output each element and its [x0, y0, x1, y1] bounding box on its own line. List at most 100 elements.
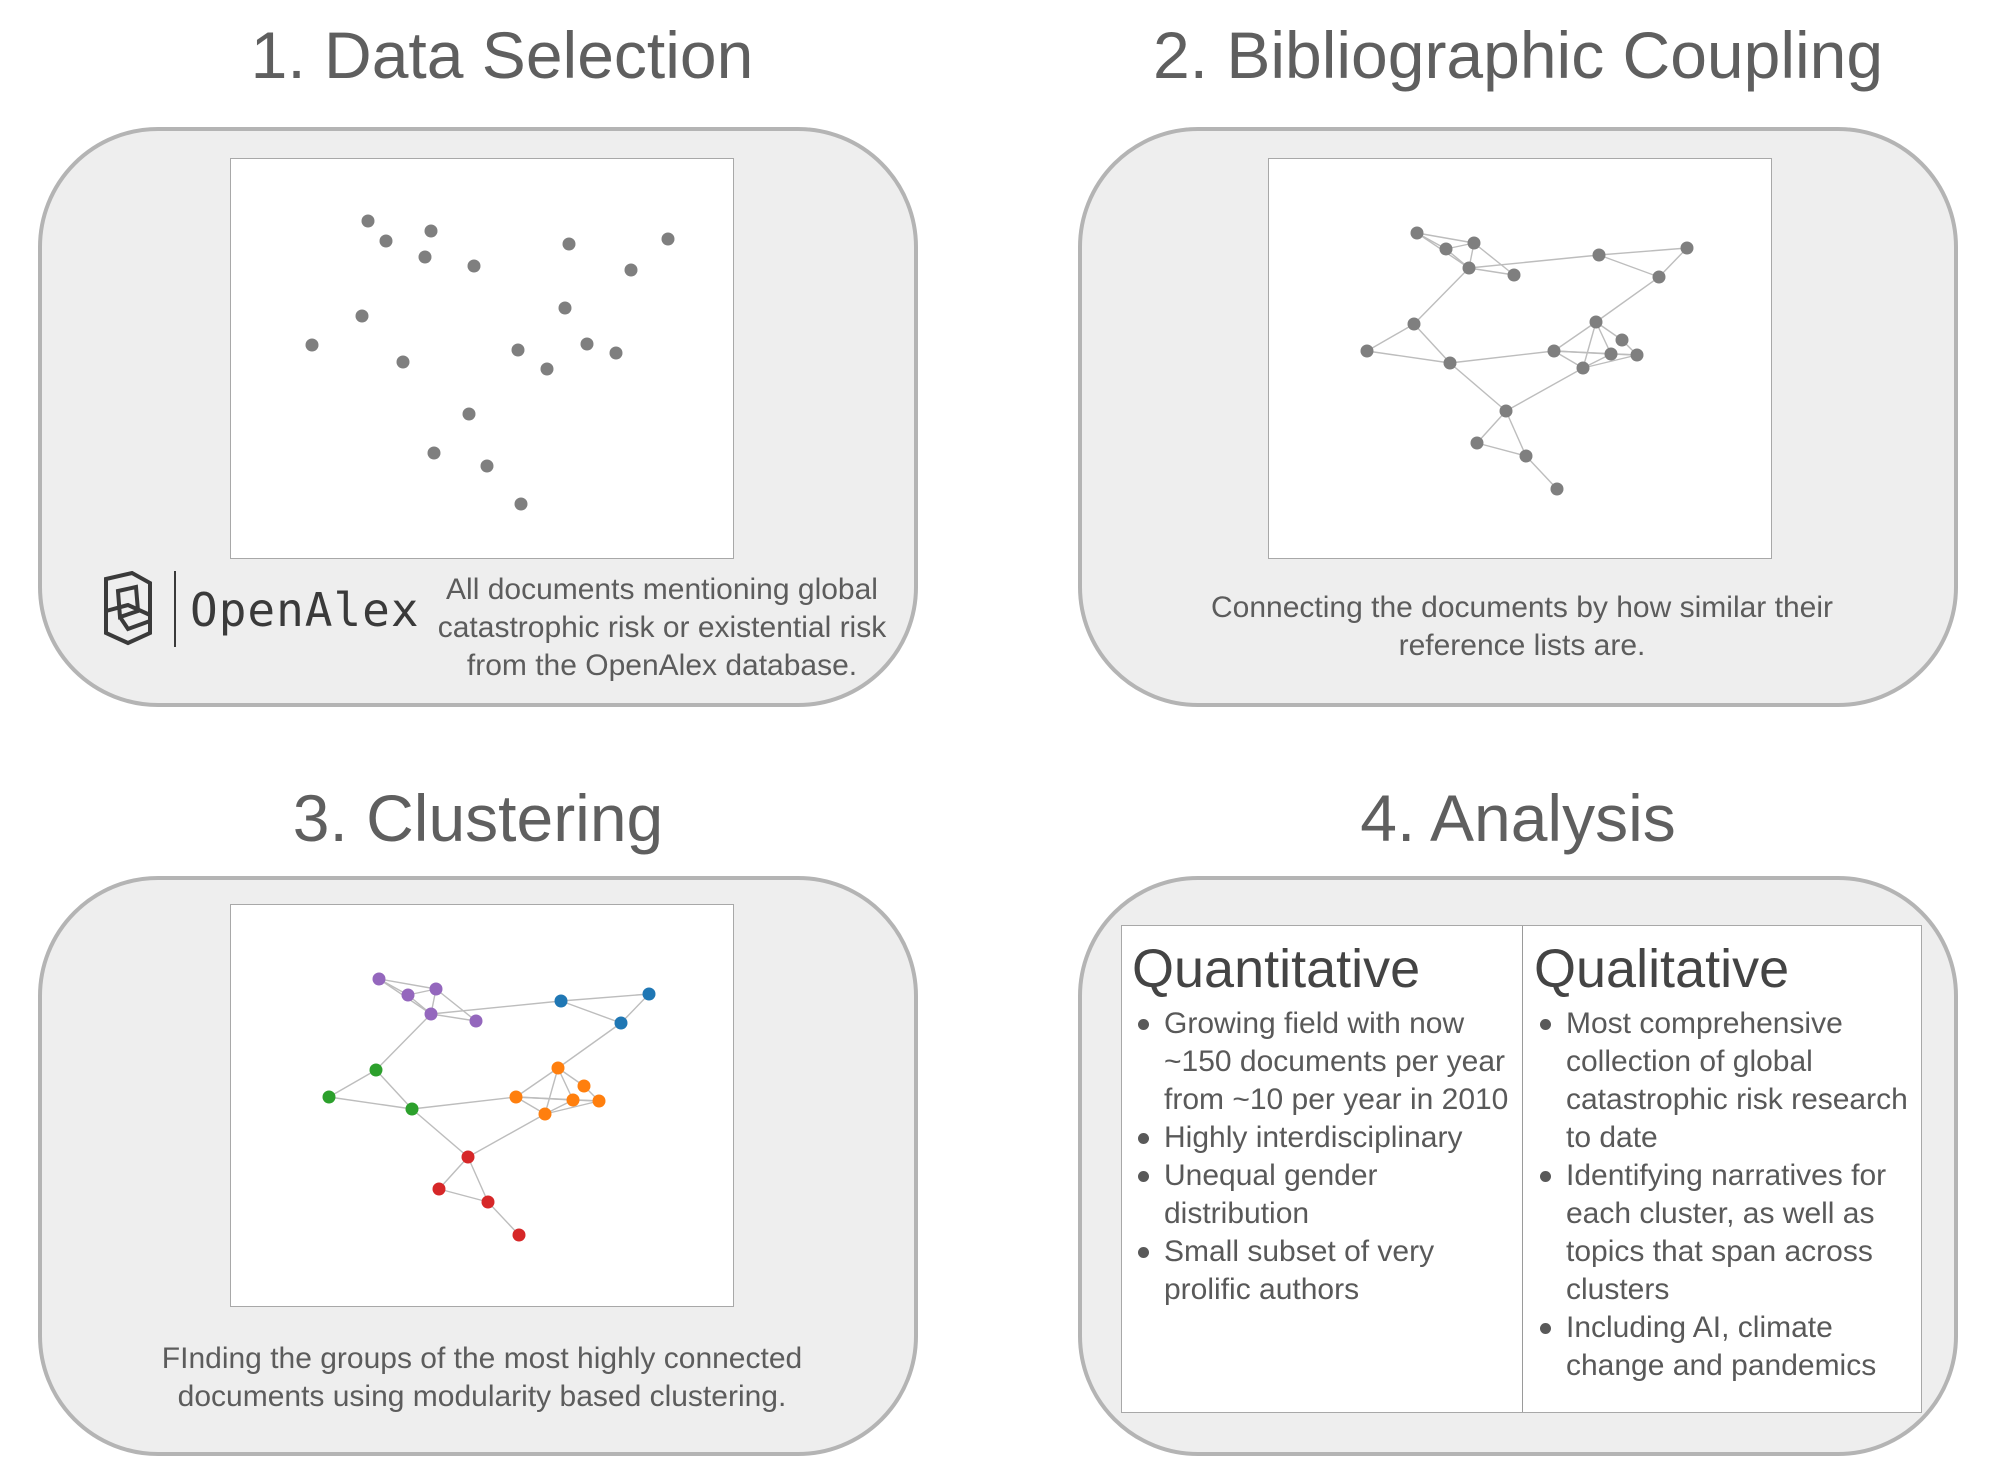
document-node: [1630, 348, 1644, 362]
network-edge: [467, 1113, 546, 1158]
cluster-node-green: [369, 1063, 383, 1077]
list-item: Highly interdisciplinary: [1138, 1119, 1522, 1157]
step-4-panel: Quantitative Growing field with now ~150…: [1078, 876, 1958, 1456]
document-node: [361, 214, 375, 228]
network-plot-coupling: [1268, 158, 1772, 559]
step-2-caption: Connecting the documents by how similar …: [1122, 589, 1922, 665]
network-edge: [1505, 367, 1584, 412]
document-node: [1680, 241, 1694, 255]
caption-line: documents using modularity based cluster…: [177, 1380, 787, 1413]
document-node: [305, 338, 319, 352]
network-edge: [1449, 362, 1507, 412]
network-edge: [1416, 232, 1475, 244]
network-edge: [560, 1000, 622, 1024]
step-1-caption: All documents mentioning global catastro…: [422, 571, 902, 685]
list-item: Most comprehensive collection of global …: [1540, 1005, 1920, 1157]
network-edge: [435, 988, 477, 1022]
cluster-node-red: [461, 1150, 475, 1164]
cluster-node-blue: [642, 987, 656, 1001]
cluster-node-orange: [509, 1090, 523, 1104]
caption-line: from the OpenAlex database.: [466, 649, 858, 682]
network-edge: [1582, 321, 1597, 369]
network-edge: [515, 1067, 559, 1098]
network-plot-clusters: [230, 904, 734, 1307]
cluster-node-green: [405, 1102, 419, 1116]
network-edge: [1658, 247, 1688, 278]
network-edge: [430, 1000, 562, 1015]
network-edge: [544, 1067, 559, 1115]
document-node: [396, 355, 410, 369]
network-edge: [560, 993, 650, 1002]
document-node: [511, 343, 525, 357]
network-edge: [1413, 267, 1470, 325]
network-edge: [430, 1013, 477, 1022]
network-edge: [1366, 350, 1451, 364]
document-node: [1547, 344, 1561, 358]
document-node: [580, 337, 594, 351]
step-1-title: 1. Data Selection: [250, 18, 754, 92]
quantitative-column: Quantitative Growing field with now ~150…: [1122, 926, 1522, 1412]
cluster-node-red: [512, 1228, 526, 1242]
cluster-node-orange: [538, 1107, 552, 1121]
network-edge: [557, 1022, 622, 1069]
network-edge: [438, 1156, 469, 1190]
document-node: [1576, 361, 1590, 375]
document-node: [355, 309, 369, 323]
network-edge: [378, 978, 437, 990]
qualitative-list: Most comprehensive collection of global …: [1534, 1005, 1920, 1385]
network-edge: [328, 1096, 413, 1110]
quantitative-list: Growing field with now ~150 documents pe…: [1132, 1005, 1522, 1309]
document-node: [1604, 347, 1618, 361]
document-node: [562, 237, 576, 251]
network-edge: [1598, 254, 1660, 278]
network-edge: [1468, 254, 1600, 269]
document-node: [1407, 317, 1421, 331]
cluster-node-orange: [577, 1079, 591, 1093]
network-edge: [1366, 323, 1415, 352]
network-edge: [438, 1188, 489, 1203]
step-3-panel: FInding the groups of the most highly co…: [38, 876, 918, 1456]
network-edge: [467, 1156, 489, 1203]
step-2-title: 2. Bibliographic Coupling: [1152, 18, 1884, 92]
network-edge: [1595, 276, 1660, 323]
document-node: [1470, 436, 1484, 450]
caption-line: FInding the groups of the most highly co…: [161, 1342, 803, 1375]
document-node: [1439, 242, 1453, 256]
document-node: [462, 407, 476, 421]
network-edge: [375, 1069, 413, 1110]
network-edge: [1473, 242, 1515, 276]
document-node: [480, 459, 494, 473]
caption-line: All documents mentioning global: [446, 573, 878, 606]
cluster-node-orange: [551, 1061, 565, 1075]
document-node: [1615, 333, 1629, 347]
network-edge: [328, 1069, 377, 1098]
qualitative-heading: Qualitative: [1534, 939, 1790, 999]
document-node: [1550, 482, 1564, 496]
step-1-panel: OpenAlex All documents mentioning global…: [38, 127, 918, 707]
document-node: [1499, 404, 1513, 418]
cluster-node-blue: [614, 1016, 628, 1030]
list-item: Including AI, climate change and pandemi…: [1540, 1309, 1920, 1385]
cluster-node-red: [481, 1195, 495, 1209]
document-node: [379, 234, 393, 248]
document-node: [424, 224, 438, 238]
document-node: [467, 259, 481, 273]
step-2-panel: Connecting the documents by how similar …: [1078, 127, 1958, 707]
document-node: [1519, 449, 1533, 463]
cluster-node-blue: [554, 994, 568, 1008]
network-edge: [375, 1013, 432, 1071]
step-4-title: 4. Analysis: [1360, 781, 1676, 855]
document-node: [1592, 248, 1606, 262]
document-node: [661, 232, 675, 246]
network-edge: [1525, 455, 1558, 490]
cluster-node-green: [322, 1090, 336, 1104]
document-node: [624, 263, 638, 277]
quantitative-heading: Quantitative: [1132, 939, 1421, 999]
cluster-node-purple: [424, 1007, 438, 1021]
scatter-plot-documents: [230, 158, 734, 559]
cluster-node-purple: [401, 988, 415, 1002]
document-node: [1507, 268, 1521, 282]
network-edge: [1476, 410, 1507, 444]
step-3-caption: FInding the groups of the most highly co…: [62, 1340, 902, 1416]
document-node: [1360, 344, 1374, 358]
